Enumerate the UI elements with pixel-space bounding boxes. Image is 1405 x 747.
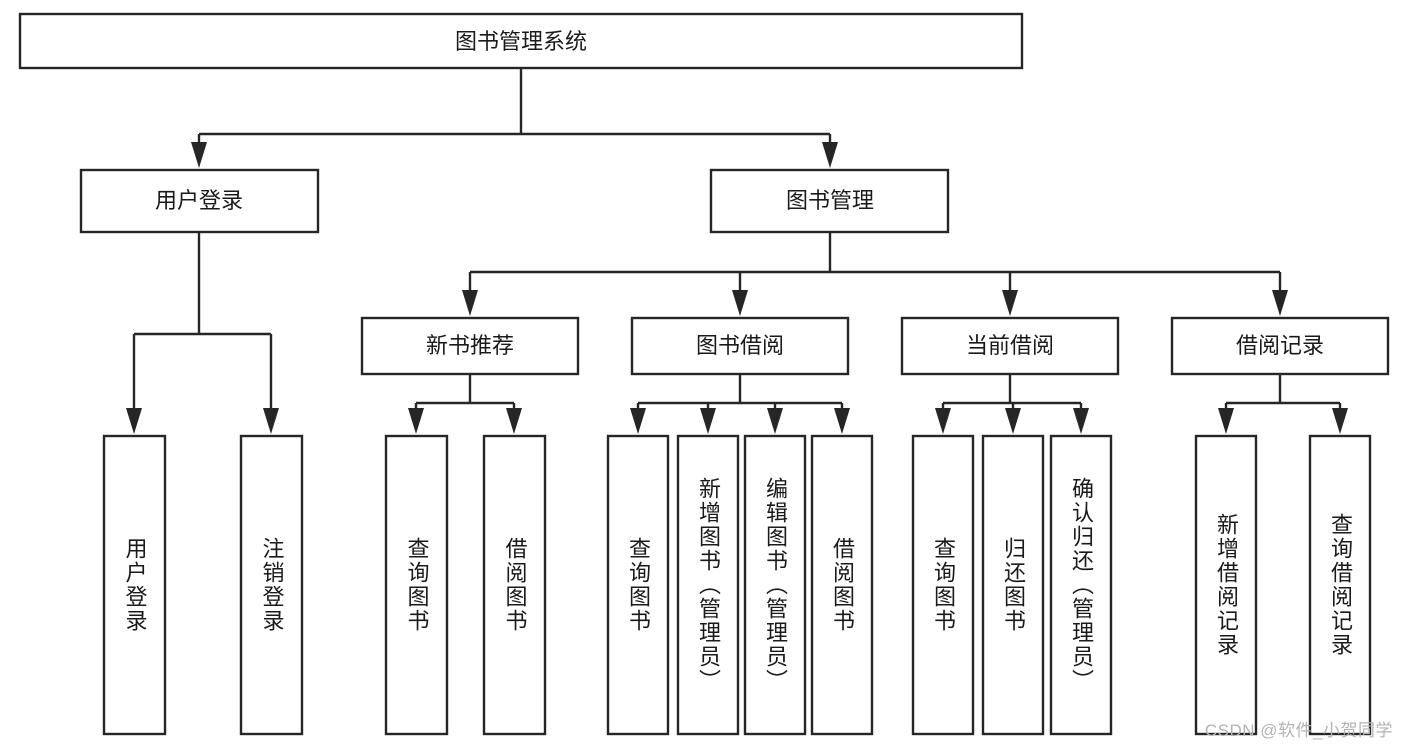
connector-group-book-manage-to-level3 xyxy=(462,232,1288,316)
node-user-login[interactable]: 用户登录 xyxy=(79,168,320,234)
arrow-head-icon xyxy=(700,408,716,434)
node-book-manage-box[interactable] xyxy=(709,168,950,234)
node-new-book-recommend[interactable]: 新书推荐 xyxy=(360,316,580,376)
connector-group-root-to-level2 xyxy=(191,68,838,168)
arrow-head-icon xyxy=(126,408,142,434)
leaf-box-add-borrow-record[interactable] xyxy=(1194,434,1258,736)
arrow-head-icon xyxy=(822,142,838,168)
leaf-box-logout[interactable] xyxy=(239,434,304,736)
arrow-head-icon xyxy=(462,290,478,316)
node-borrow-record-label: 借阅记录 xyxy=(1236,333,1324,358)
arrow-head-icon xyxy=(935,408,951,434)
leaf-box-edit-book-admin[interactable] xyxy=(743,434,807,736)
connector-group-new-book-recommend-to-leaves xyxy=(408,374,522,434)
arrow-head-icon xyxy=(408,408,424,434)
connector-group-book-borrow-to-leaves xyxy=(630,374,850,434)
arrow-head-icon xyxy=(506,408,522,434)
arrow-head-icon xyxy=(1218,408,1234,434)
arrow-head-icon xyxy=(1073,408,1089,434)
node-current-borrow[interactable]: 当前借阅 xyxy=(900,316,1120,376)
node-borrow-record[interactable]: 借阅记录 xyxy=(1170,316,1390,376)
node-user-login-box[interactable] xyxy=(79,168,320,234)
arrow-head-icon xyxy=(767,408,783,434)
arrow-head-icon xyxy=(191,142,207,168)
node-book-borrow-label: 图书借阅 xyxy=(696,333,784,358)
leaf-box-add-book-admin[interactable] xyxy=(676,434,740,736)
connector-group-user-login-to-leaves xyxy=(126,232,279,434)
arrow-head-icon xyxy=(1002,290,1018,316)
leaf-box-return-book[interactable] xyxy=(981,434,1045,736)
node-current-borrow-box[interactable] xyxy=(900,316,1120,376)
leaf-box-query-book-borrow[interactable] xyxy=(606,434,670,736)
node-book-manage[interactable]: 图书管理 xyxy=(709,168,950,234)
arrow-head-icon xyxy=(630,408,646,434)
node-new-book-recommend-box[interactable] xyxy=(360,316,580,376)
arrow-head-icon xyxy=(1005,408,1021,434)
node-book-borrow-box[interactable] xyxy=(630,316,850,376)
node-book-borrow[interactable]: 图书借阅 xyxy=(630,316,850,376)
node-new-book-recommend-label: 新书推荐 xyxy=(426,333,514,358)
node-root-box[interactable] xyxy=(18,12,1024,70)
arrow-head-icon xyxy=(263,408,279,434)
leaf-box-query-book-rec[interactable] xyxy=(384,434,449,736)
connector-group-borrow-record-to-leaves xyxy=(1218,374,1348,434)
node-root-label: 图书管理系统 xyxy=(455,29,587,54)
leaf-box-borrow-book-rec[interactable] xyxy=(482,434,547,736)
leaf-box-query-book-current[interactable] xyxy=(911,434,975,736)
node-borrow-record-box[interactable] xyxy=(1170,316,1390,376)
leaf-box-user-login[interactable] xyxy=(102,434,167,736)
node-user-login-label: 用户登录 xyxy=(155,188,243,213)
arrow-head-icon xyxy=(1332,408,1348,434)
arrow-head-icon xyxy=(1272,290,1288,316)
node-book-manage-label: 图书管理 xyxy=(786,188,874,213)
leaf-box-borrow-book[interactable] xyxy=(810,434,874,736)
arrow-head-icon xyxy=(732,290,748,316)
node-current-borrow-label: 当前借阅 xyxy=(966,333,1054,358)
leaf-box-query-borrow-record[interactable] xyxy=(1308,434,1372,736)
leaf-boxes-group xyxy=(102,434,1372,736)
arrow-head-icon xyxy=(834,408,850,434)
node-root[interactable]: 图书管理系统 xyxy=(18,12,1024,70)
csdn-watermark: CSDN @软件_小贺同学 xyxy=(1204,721,1393,740)
leaf-box-confirm-return-admin[interactable] xyxy=(1049,434,1113,736)
connector-group-current-borrow-to-leaves xyxy=(935,374,1089,434)
